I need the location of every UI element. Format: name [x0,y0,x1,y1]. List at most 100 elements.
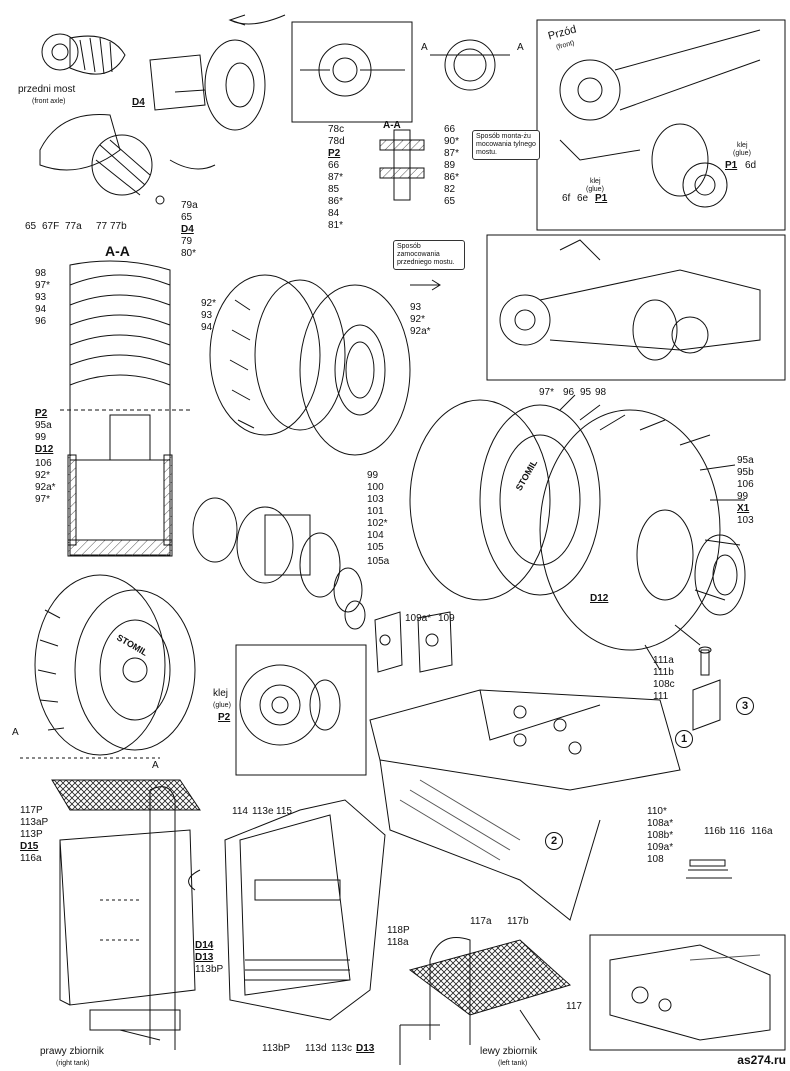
exploded-wheel [409,394,746,671]
label-t94: 94 [35,304,47,315]
arrows [119,14,441,1041]
label-f108: 108 [647,854,664,865]
label-84: 84 [328,208,340,219]
label-d12-right: D12 [590,593,609,604]
label-87s: 87* [328,172,344,183]
hub-inset [291,21,413,123]
label-6e: 6e [577,193,589,204]
label-f110: 110* [647,806,667,817]
step-number-2: 2 [545,832,563,850]
glue-detail-inset [235,644,367,776]
label-klej-3: klej [213,688,229,699]
label-rt-d15: D15 [20,841,39,852]
label-b109: 109 [438,613,455,624]
label-g99: 99 [737,491,749,502]
left-tank [399,937,571,1065]
label-65s-b: 65 [181,212,193,223]
label-m113bp: 113bP [262,1043,291,1054]
label-h100: 100 [367,482,384,493]
label-e97: 97* [539,387,555,398]
label-d4-mid: D4 [181,224,194,235]
label-w92ar: 92a* [410,326,431,337]
label-e95: 95 [580,387,592,398]
label-f108b: 108b* [647,830,674,841]
label-r90s: 90* [444,136,460,147]
label-79a: 79a [181,200,198,211]
label-79: 79 [181,236,193,247]
label-rt116a: 116a [20,853,42,864]
label-b111b: 111b [653,667,674,678]
bolt-parts [374,611,721,731]
label-rt117p: 117P [20,805,43,816]
label-glue-3: (glue) [213,702,231,709]
right-tank [51,779,201,1050]
label-6d: 6d [745,160,757,171]
label-p2-top: P2 [328,148,341,159]
section-aa-top [379,39,510,201]
label-e98: 98 [595,387,607,398]
label-p2-mid: P2 [35,408,48,419]
label-p2-low: P2 [218,712,231,723]
step-parts [686,859,732,879]
label-b109a: 109a* [405,613,432,624]
label-h105: 105 [367,542,384,553]
label-b108c: 108c [653,679,675,690]
label-lt117b: 117b [507,916,529,927]
label-r89: 89 [444,160,456,171]
label-rt-d13: D13 [195,952,214,963]
label-rt113p: 113P [20,829,43,840]
label-r65: 65 [444,196,456,207]
label-g95a: 95a [737,455,754,466]
label-m-d13: D13 [356,1043,375,1054]
label-w94: 94 [201,322,213,333]
label-g106: 106 [737,479,754,490]
label-a-left: A [421,42,428,53]
label-p1-a: P1 [595,193,608,204]
label-w92r: 92* [410,314,426,325]
label-78c: 78c [328,124,345,135]
label-r87s: 87* [444,148,460,159]
label-77: 77 [96,221,108,232]
tire-section [60,260,190,557]
label-glue-2: (glue) [733,150,751,157]
label-glue-1: (glue) [586,186,604,193]
label-w92s: 92* [201,298,217,309]
label-g103: 103 [737,515,754,526]
label-t99: 99 [35,432,47,443]
label-right-tank-en: (right tank) [56,1060,90,1067]
label-t92s: 92* [35,470,51,481]
label-78d: 78d [328,136,345,147]
label-aa-top: A-A [383,120,401,131]
label-klej-1: klej [590,178,601,185]
label-rt-d14: D14 [195,940,214,951]
label-w93: 93 [201,310,213,321]
bottom-right-inset [589,934,786,1051]
label-lt117a: 117a [470,916,492,927]
label-f109a: 109a* [647,842,674,853]
label-67f: 67F [42,221,60,232]
twin-wheels [209,274,411,456]
label-t98: 98 [35,268,47,279]
front-axle-drawing [39,33,266,205]
label-6f: 6f [562,193,571,204]
label-s116a: 116a [751,826,773,837]
label-gx1: X1 [737,503,750,514]
label-r66: 66 [444,124,456,135]
label-77a: 77a [65,221,82,232]
label-b111a: 111a [653,655,674,666]
label-h101: 101 [367,506,384,517]
label-s116: 116 [729,826,745,837]
front-mount-inset [486,234,786,381]
label-left-tank-en: (left tank) [498,1060,528,1067]
label-rt113bp: 113bP [195,964,224,975]
label-front-axle-en: (front axle) [32,98,66,105]
label-a-low-left: A [12,727,19,738]
label-f108a: 108a* [647,818,674,829]
label-r86s: 86* [444,172,460,183]
label-80s: 80* [181,248,197,259]
label-85: 85 [328,184,340,195]
label-t92a: 92a* [35,482,56,493]
label-h99: 99 [367,470,379,481]
label-t96: 96 [35,316,47,327]
